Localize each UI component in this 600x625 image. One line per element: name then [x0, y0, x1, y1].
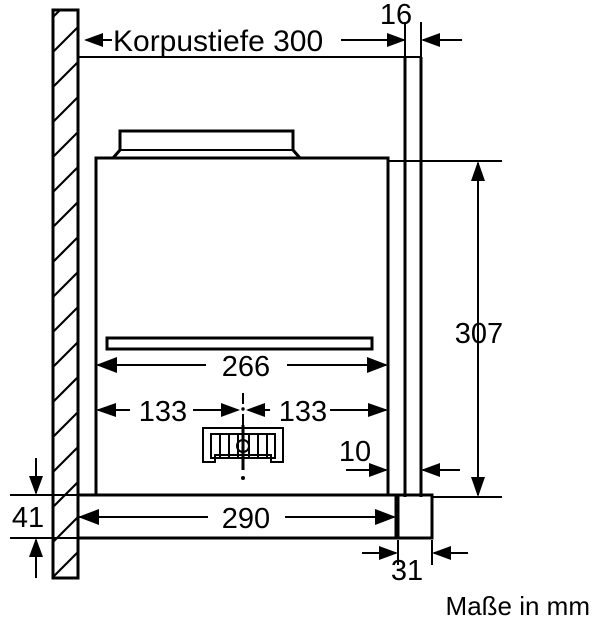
dimension-label-31: 31	[391, 555, 423, 587]
dimension-slot-width-266: 266	[96, 351, 388, 383]
dimension-label-133-left: 133	[139, 396, 187, 428]
dimension-label-10: 10	[339, 436, 371, 468]
dimension-label-korpustiefe: Korpustiefe 300	[113, 25, 323, 58]
dimension-label-266: 266	[222, 351, 270, 383]
dimension-korpustiefe-300: Korpustiefe 300	[84, 25, 406, 58]
wall-hatching	[53, 10, 78, 578]
dimension-front-box-31: 31	[362, 540, 468, 587]
dimension-label-307: 307	[455, 318, 503, 350]
vertical-panel-16mm	[403, 57, 423, 497]
units-note: Maße in mm	[446, 591, 590, 621]
dimension-label-290: 290	[222, 503, 270, 535]
filter-slot-bar	[105, 336, 374, 351]
dimension-label-133-right: 133	[279, 396, 327, 428]
front-box-31mm	[396, 493, 434, 540]
dimension-base-depth-290: 290	[78, 503, 396, 535]
motor-connector-detail	[202, 425, 284, 470]
dimension-half-right-133: 133	[246, 396, 388, 428]
wall-section	[51, 8, 80, 580]
dimension-half-left-133: 133	[96, 396, 240, 428]
dimension-label-16: 16	[380, 0, 412, 31]
dimension-label-41: 41	[12, 502, 44, 534]
dimension-gap-10: 10	[339, 436, 460, 495]
dimension-height-307: 307	[388, 160, 503, 498]
chimney-duct-box	[109, 129, 304, 160]
dimension-wall-offset-41: 41	[10, 458, 78, 578]
